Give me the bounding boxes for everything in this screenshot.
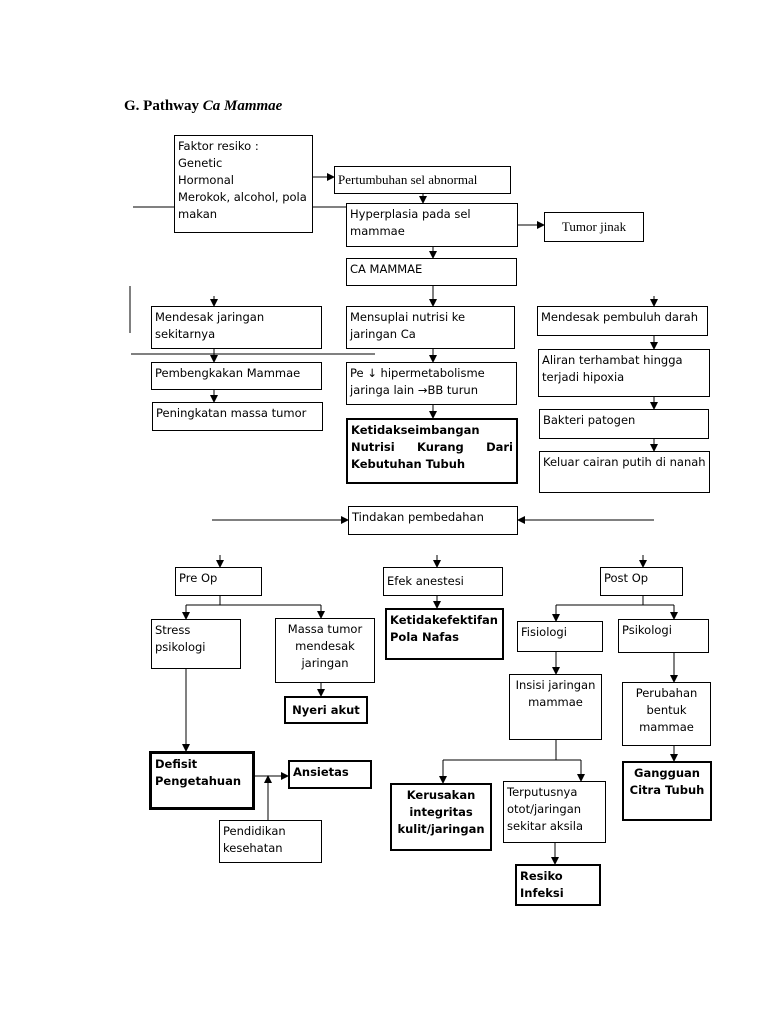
node-perubahan-bentuk: Perubahan bentuk mammae [622,682,711,746]
node-mendesak-pembuluh-darah: Mendesak pembuluh darah [537,306,708,336]
node-faktor-resiko: Faktor resiko : Genetic Hormonal Merokok… [174,135,313,233]
node-bakteri-patogen: Bakteri patogen [539,409,709,439]
node-kerusakan-integritas: Kerusakan integritas kulit/jaringan [390,783,492,851]
node-hyperplasia: Hyperplasia pada sel mammae [346,203,518,247]
node-psikologi: Psikologi [618,619,709,653]
node-ketidakseimbangan-nutrisi: Ketidakseimbangan Nutrisi Kurang Dari Ke… [346,418,518,484]
node-ketidakefektifan-pola-nafas: Ketidakefektifan Pola Nafas [385,608,504,660]
node-faktor-resiko-line: Genetic [178,156,223,170]
node-mensuplai-nutrisi: Mensuplai nutrisi ke jaringan Ca [346,306,515,349]
node-post-op: Post Op [600,567,683,596]
page-title: G. Pathway Ca Mammae [124,98,283,114]
node-fisiologi: Fisiologi [517,621,603,652]
node-faktor-resiko-line: Faktor resiko : [178,139,259,153]
node-keluar-cairan: Keluar cairan putih di nanah [539,451,710,493]
node-ansietas: Ansietas [288,760,372,789]
node-pre-op: Pre Op [175,567,262,596]
node-gangguan-citra-tubuh: Gangguan Citra Tubuh [622,761,712,821]
node-resiko-infeksi: Resiko Infeksi [515,864,601,906]
node-terputusnya-otot: Terputusnya otot/jaringan sekitar aksila [503,781,606,843]
node-tindakan-pembedahan: Tindakan pembedahan [348,506,518,535]
node-efek-anestesi: Efek anestesi [383,567,503,596]
node-faktor-resiko-line: Merokok, alcohol, pola makan [178,190,311,221]
node-ca-mammae: CA MAMMAE [346,258,517,286]
node-massa-tumor-mendesak: Massa tumor mendesak jaringan [275,618,375,683]
node-tumor-jinak: Tumor jinak [544,212,644,242]
node-stress-psikologi: Stress psikologi [151,619,241,669]
node-peningkatan-massa-tumor: Peningkatan massa tumor [152,402,323,431]
node-pendidikan-kesehatan: Pendidikan kesehatan [219,820,322,863]
node-nyeri-akut: Nyeri akut [284,696,368,724]
node-insisi-jaringan: Insisi jaringan mammae [509,674,602,740]
node-faktor-resiko-line: Hormonal [178,173,234,187]
node-defisit-pengetahuan: Defisit Pengetahuan [149,751,255,810]
node-pembengkakan-mammae: Pembengkakan Mammae [151,362,322,390]
node-mendesak-jaringan: Mendesak jaringan sekitarnya [151,306,322,349]
node-aliran-terhambat: Aliran terhambat hingga terjadi hipoxia [538,349,710,397]
node-pertumbuhan-sel-abnormal: Pertumbuhan sel abnormal [334,166,511,194]
node-hipermetabolisme: Pe ↓ hipermetabolisme jaringa lain →BB t… [346,362,517,405]
